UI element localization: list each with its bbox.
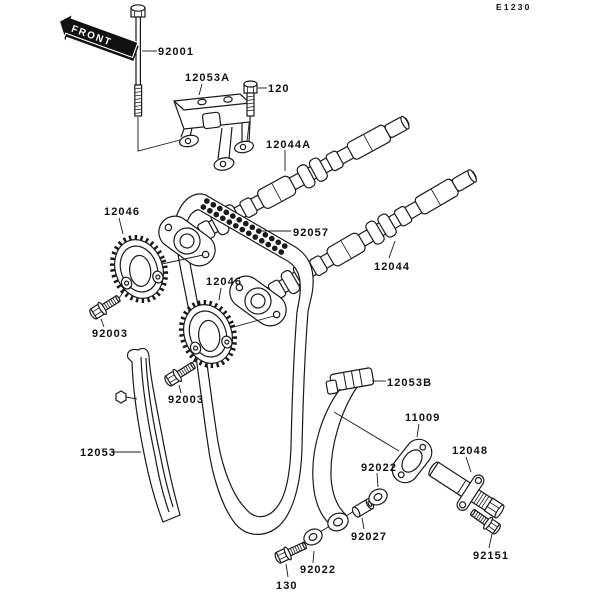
bolt-sprocket-rear-drawing xyxy=(162,358,199,389)
part-label-92027: 92027 xyxy=(351,531,387,543)
leader-lines xyxy=(100,50,493,578)
bolt-120-drawing xyxy=(243,80,258,117)
part-label-12046-front: 12046 xyxy=(104,206,140,218)
part-label-12044: 12044 xyxy=(374,261,410,273)
part-label-92003-rear: 92003 xyxy=(168,394,204,406)
chain-guide-front-drawing xyxy=(115,347,181,523)
part-label-120: 120 xyxy=(268,83,290,95)
chain-guide-bracket-drawing xyxy=(173,93,254,171)
part-label-12044A: 12044A xyxy=(266,139,311,151)
part-label-12053B: 12053B xyxy=(387,377,432,389)
chain-rollers-row xyxy=(204,198,293,252)
bolt-sprocket-front-drawing xyxy=(87,291,124,322)
front-direction-marker: FRONT xyxy=(58,13,139,61)
part-label-130: 130 xyxy=(276,580,298,592)
part-label-92151: 92151 xyxy=(473,550,509,562)
part-label-12053: 12053 xyxy=(80,447,116,459)
part-label-92057: 92057 xyxy=(293,227,329,239)
bolt-130-drawing xyxy=(272,538,310,566)
part-labels: E1230 92001 12053A 120 12044A 12046 9205… xyxy=(80,2,532,592)
page-code: E1230 xyxy=(496,2,532,12)
part-label-92022-lower: 92022 xyxy=(300,564,336,576)
part-label-92001: 92001 xyxy=(158,46,194,58)
part-label-11009: 11009 xyxy=(405,412,440,424)
part-label-12046-rear: 12046 xyxy=(206,276,242,288)
part-label-12053A: 12053A xyxy=(185,72,230,84)
part-label-92022-upper: 92022 xyxy=(361,462,397,474)
tensioner-assembly-drawing xyxy=(428,461,505,519)
part-label-92003-front: 92003 xyxy=(92,328,128,340)
gasket-drawing xyxy=(391,438,433,484)
cam-sprocket-rear xyxy=(172,295,243,374)
chain-rollers-row xyxy=(200,204,290,258)
part-label-12048: 12048 xyxy=(452,445,488,457)
chain-guide-rear-drawing xyxy=(312,367,375,532)
